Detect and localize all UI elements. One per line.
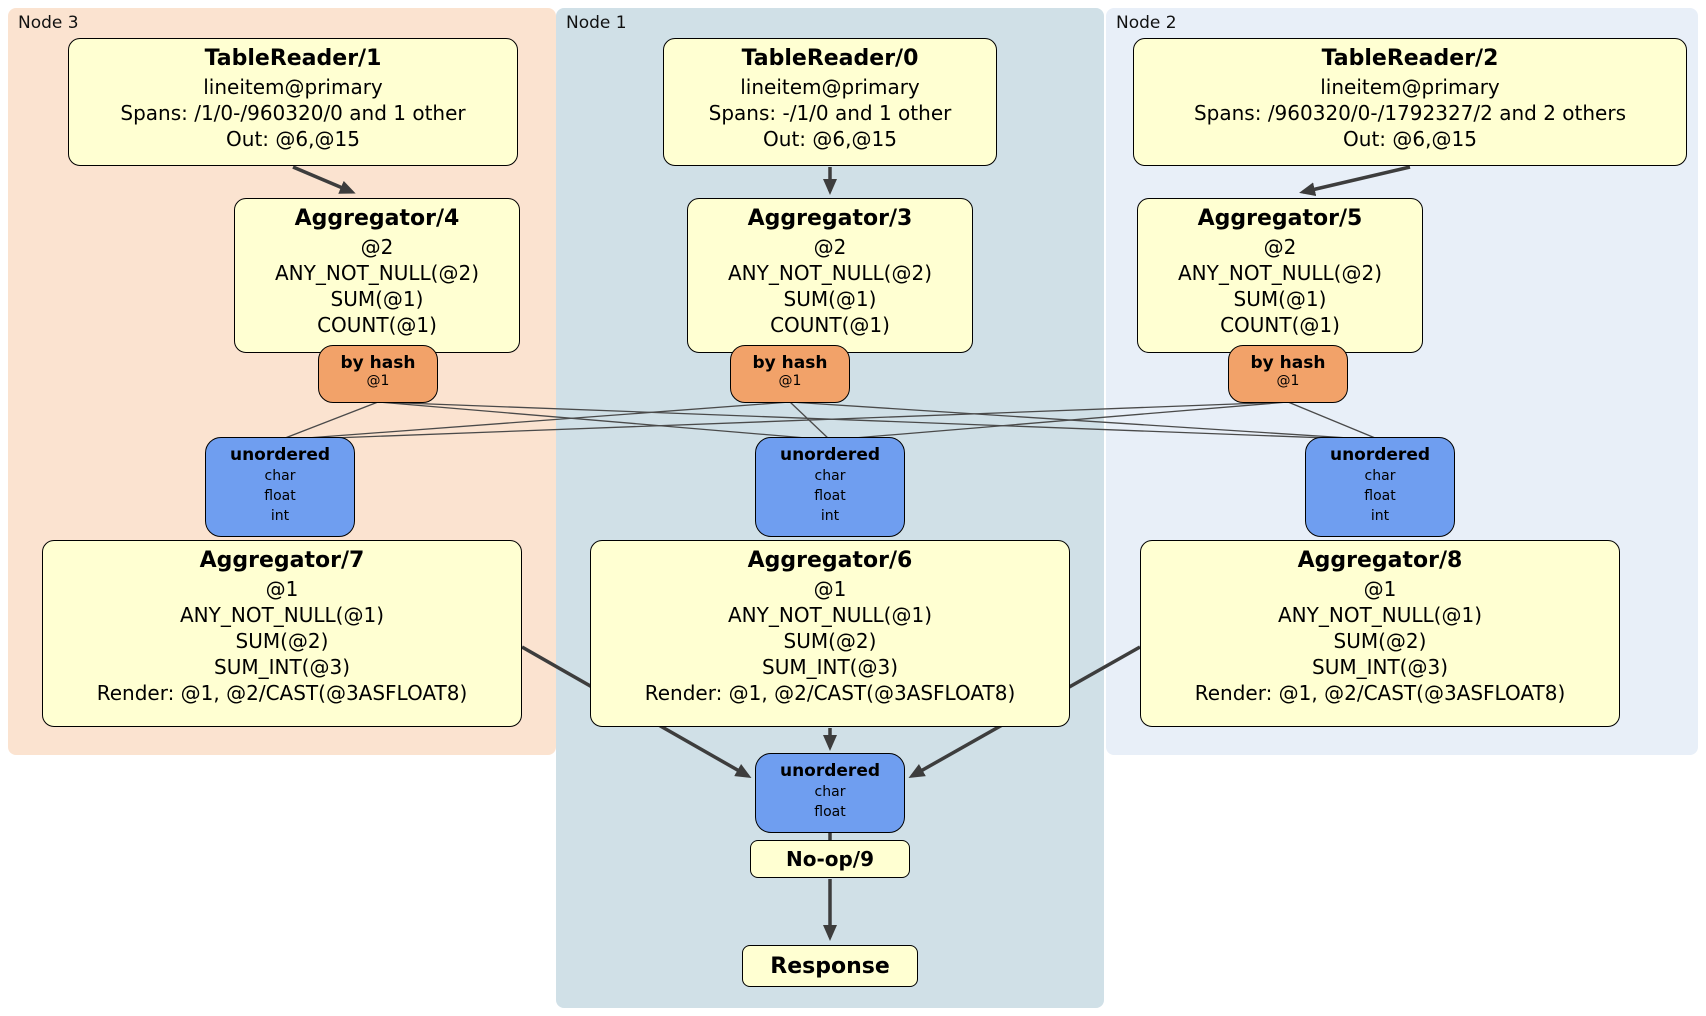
region-node-1-label: Node 1 (566, 13, 627, 33)
aggregator-7-row: @1 (265, 577, 299, 601)
sync-title: unordered (229, 445, 331, 465)
aggregator-8-row: ANY_NOT_NULL(@1) (1278, 603, 1482, 627)
aggregator-5-row: COUNT(@1) (1220, 313, 1340, 337)
sync-col: float (814, 488, 846, 504)
sync-unordered-node-3: unordered char float int (205, 437, 355, 537)
aggregator-6-title: Aggregator/6 (747, 548, 913, 573)
aggregator-6-row: SUM(@2) (783, 629, 877, 653)
aggregator-7-row: SUM_INT(@3) (214, 655, 350, 679)
aggregator-6-row: @1 (813, 577, 847, 601)
tablereader-0-spans: Spans: -/1/0 and 1 other (708, 101, 952, 125)
sync-col: float (264, 488, 296, 504)
sync-col: char (814, 784, 846, 800)
box-aggregator-4: Aggregator/4 @2 ANY_NOT_NULL(@2) SUM(@1)… (234, 198, 520, 353)
sync-unordered-node-1: unordered char float int (755, 437, 905, 537)
aggregator-5-title: Aggregator/5 (1197, 206, 1363, 231)
aggregator-3-row: @2 (813, 235, 847, 259)
tablereader-1-table: lineitem@primary (203, 75, 383, 99)
tablereader-0-out: Out: @6,@15 (763, 127, 897, 151)
tablereader-0-table: lineitem@primary (740, 75, 920, 99)
box-tablereader-2: TableReader/2 lineitem@primary Spans: /9… (1133, 38, 1687, 166)
router-title: by hash (1250, 353, 1326, 373)
router-detail: @1 (778, 373, 802, 389)
aggregator-8-row: SUM(@2) (1333, 629, 1427, 653)
sync-col: int (270, 508, 290, 524)
aggregator-4-row: @2 (360, 235, 394, 259)
noop-9-title: No-op/9 (785, 847, 875, 871)
region-node-2-label: Node 2 (1116, 13, 1177, 33)
router-title: by hash (340, 353, 416, 373)
aggregator-8-row: Render: @1, @2/CAST(@3ASFLOAT8) (1194, 681, 1566, 705)
sync-unordered-final: unordered char float (755, 753, 905, 833)
aggregator-5-row: @2 (1263, 235, 1297, 259)
box-tablereader-0: TableReader/0 lineitem@primary Spans: -/… (663, 38, 997, 166)
tablereader-0-title: TableReader/0 (741, 46, 919, 71)
tablereader-1-spans: Spans: /1/0-/960320/0 and 1 other (120, 101, 466, 125)
box-aggregator-6: Aggregator/6 @1 ANY_NOT_NULL(@1) SUM(@2)… (590, 540, 1070, 727)
aggregator-4-row: SUM(@1) (330, 287, 424, 311)
tablereader-2-title: TableReader/2 (1321, 46, 1499, 71)
sync-col: int (820, 508, 840, 524)
router-by-hash-node-1: by hash @1 (730, 345, 850, 403)
aggregator-4-row: ANY_NOT_NULL(@2) (275, 261, 479, 285)
aggregator-3-row: ANY_NOT_NULL(@2) (728, 261, 932, 285)
aggregator-4-title: Aggregator/4 (294, 206, 460, 231)
sync-col: char (1364, 468, 1396, 484)
router-by-hash-node-3: by hash @1 (318, 345, 438, 403)
aggregator-5-row: SUM(@1) (1233, 287, 1327, 311)
box-aggregator-8: Aggregator/8 @1 ANY_NOT_NULL(@1) SUM(@2)… (1140, 540, 1620, 727)
tablereader-1-title: TableReader/1 (204, 46, 382, 71)
sync-unordered-node-2: unordered char float int (1305, 437, 1455, 537)
tablereader-2-out: Out: @6,@15 (1343, 127, 1477, 151)
router-by-hash-node-2: by hash @1 (1228, 345, 1348, 403)
aggregator-3-row: SUM(@1) (783, 287, 877, 311)
router-detail: @1 (366, 373, 390, 389)
box-tablereader-1: TableReader/1 lineitem@primary Spans: /1… (68, 38, 518, 166)
aggregator-8-title: Aggregator/8 (1297, 548, 1463, 573)
sync-col: float (814, 804, 846, 820)
sync-title: unordered (1329, 445, 1431, 465)
tablereader-2-spans: Spans: /960320/0-/1792327/2 and 2 others (1193, 101, 1626, 125)
router-detail: @1 (1276, 373, 1300, 389)
aggregator-5-row: ANY_NOT_NULL(@2) (1178, 261, 1382, 285)
aggregator-3-title: Aggregator/3 (747, 206, 913, 231)
box-aggregator-3: Aggregator/3 @2 ANY_NOT_NULL(@2) SUM(@1)… (687, 198, 973, 353)
sync-col: char (814, 468, 846, 484)
box-aggregator-7: Aggregator/7 @1 ANY_NOT_NULL(@1) SUM(@2)… (42, 540, 522, 727)
aggregator-7-row: Render: @1, @2/CAST(@3ASFLOAT8) (96, 681, 468, 705)
aggregator-7-title: Aggregator/7 (199, 548, 365, 573)
response-title: Response (770, 953, 890, 979)
box-aggregator-5: Aggregator/5 @2 ANY_NOT_NULL(@2) SUM(@1)… (1137, 198, 1423, 353)
aggregator-4-row: COUNT(@1) (317, 313, 437, 337)
aggregator-7-row: ANY_NOT_NULL(@1) (180, 603, 384, 627)
router-title: by hash (752, 353, 828, 373)
box-response: Response (742, 945, 918, 987)
hash-routing-edges (279, 401, 1381, 441)
aggregator-6-row: ANY_NOT_NULL(@1) (728, 603, 932, 627)
sync-col: int (1370, 508, 1390, 524)
sync-title: unordered (779, 761, 881, 781)
tablereader-2-table: lineitem@primary (1320, 75, 1500, 99)
sync-col: float (1364, 488, 1396, 504)
aggregator-7-row: SUM(@2) (235, 629, 329, 653)
tablereader-1-out: Out: @6,@15 (226, 127, 360, 151)
sync-title: unordered (779, 445, 881, 465)
sync-col: char (264, 468, 296, 484)
aggregator-6-row: SUM_INT(@3) (762, 655, 898, 679)
aggregator-8-row: @1 (1363, 577, 1397, 601)
aggregator-3-row: COUNT(@1) (770, 313, 890, 337)
aggregator-8-row: SUM_INT(@3) (1312, 655, 1448, 679)
aggregator-6-row: Render: @1, @2/CAST(@3ASFLOAT8) (644, 681, 1016, 705)
box-noop-9: No-op/9 (750, 840, 910, 878)
region-node-3-label: Node 3 (18, 13, 79, 33)
